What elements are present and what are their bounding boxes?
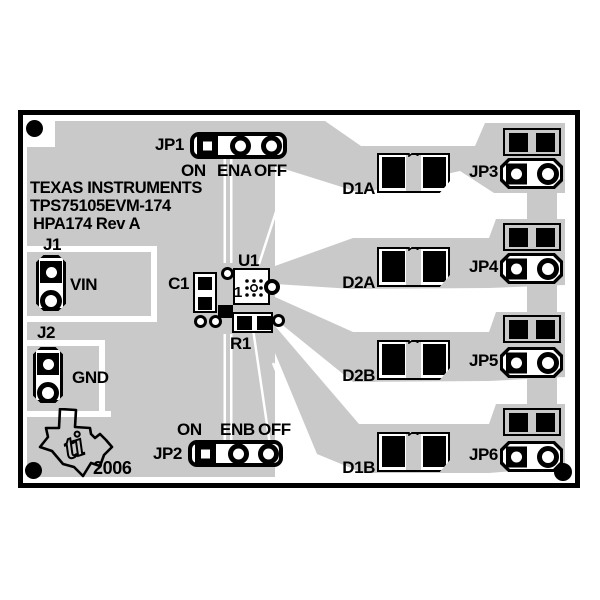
jp2-pin3-off xyxy=(258,443,279,464)
diode-symbol-icon xyxy=(407,340,418,344)
mounting-hole-top-left xyxy=(25,119,43,137)
jp1-ena-label: ENA xyxy=(217,161,252,180)
d1a-label: D1A xyxy=(342,179,375,198)
jp3-label: JP3 xyxy=(468,162,498,181)
d1a-led xyxy=(377,153,450,193)
jp5-smd-pads xyxy=(503,315,561,343)
jp2-pin1-on xyxy=(195,443,216,464)
d2a-pad2 xyxy=(423,251,446,282)
u1-ic xyxy=(233,268,270,305)
j1-connector xyxy=(36,255,66,311)
d1b-pad2 xyxy=(423,436,446,467)
jp6-label: JP6 xyxy=(468,445,498,464)
d2b-pad1 xyxy=(382,344,405,375)
c1-pad1 xyxy=(198,277,212,290)
jp3-pin2 xyxy=(537,162,559,185)
pcb-board-outline: JP1 ON ENA OFF TEXAS INSTRUMENTS TPS7510… xyxy=(18,110,580,488)
silkscreen-line3: HPA174 Rev A xyxy=(33,215,141,233)
jp6-smd-pads xyxy=(503,408,561,436)
j2-pin2 xyxy=(37,382,59,403)
u1-pad-right xyxy=(264,279,280,295)
jp5-jumper xyxy=(500,347,563,378)
d2a-led xyxy=(377,247,450,287)
j2-label: J2 xyxy=(37,323,56,342)
d2b-led xyxy=(377,340,450,380)
jp5-pin2 xyxy=(537,351,559,374)
d1a-pad1 xyxy=(382,157,405,188)
j1-net-label: VIN xyxy=(70,275,98,294)
d1b-led xyxy=(377,432,450,472)
jp1-off-label: OFF xyxy=(254,161,287,180)
jp3-smd-pads xyxy=(503,128,561,156)
jp1-header xyxy=(190,132,287,159)
r1-via-right xyxy=(271,313,285,327)
j1-pin2 xyxy=(40,290,62,311)
u1-pad-bottomleft xyxy=(218,305,233,318)
jp3-jumper xyxy=(500,158,563,189)
jp2-header xyxy=(188,440,283,467)
jp1-pin3-off xyxy=(261,135,282,156)
logo-year: 2006 xyxy=(93,458,132,478)
u1-label: U1 xyxy=(238,251,259,270)
r1-pad1 xyxy=(237,316,252,330)
jp4-pin1 xyxy=(506,258,527,279)
u1-pin1-marker: 1 xyxy=(234,284,242,301)
jp1-pin2-ena xyxy=(230,135,251,156)
jp6-jumper xyxy=(500,441,563,472)
u1-via-topleft xyxy=(220,266,234,280)
mounting-hole-bottom-right xyxy=(554,463,572,481)
c1-capacitor xyxy=(193,272,217,313)
c1-pad2 xyxy=(198,297,212,310)
jp4-jumper xyxy=(500,253,563,284)
j2-connector xyxy=(33,347,63,403)
ti-glyph: ti xyxy=(59,426,89,467)
jp2-off-label: OFF xyxy=(258,420,291,439)
j1-label: J1 xyxy=(43,235,62,254)
diode-symbol-icon xyxy=(407,432,418,436)
jp5-label: JP5 xyxy=(468,351,498,370)
jp4-pin2 xyxy=(537,257,559,280)
diode-symbol-icon xyxy=(407,153,418,157)
j2-net-label: GND xyxy=(72,368,109,387)
jp2-enb-label: ENB xyxy=(220,420,255,439)
jp4-label: JP4 xyxy=(468,257,498,276)
ti-texas-logo: ti xyxy=(38,408,114,478)
jp4-smd-pads xyxy=(503,223,561,251)
jp2-pin2-enb xyxy=(228,443,249,464)
jp1-pin1-on xyxy=(197,135,218,156)
u1-thermal-dots xyxy=(245,279,263,297)
jp2-label: JP2 xyxy=(152,444,182,463)
d1a-pad2 xyxy=(423,157,446,188)
r1-pad2 xyxy=(257,316,272,330)
r1-resistor xyxy=(232,312,273,333)
jp6-pin1 xyxy=(506,446,527,467)
d2b-label: D2B xyxy=(342,366,375,385)
jp5-pin1 xyxy=(506,352,527,373)
via-left-2 xyxy=(208,314,222,328)
d1b-label: D1B xyxy=(342,458,375,477)
silkscreen-line1: TEXAS INSTRUMENTS xyxy=(30,179,202,197)
diode-symbol-icon xyxy=(407,247,418,251)
jp1-label: JP1 xyxy=(154,135,184,154)
d1b-pad1 xyxy=(382,436,405,467)
via-left-1 xyxy=(193,314,207,328)
c1-label: C1 xyxy=(168,274,189,293)
r1-label: R1 xyxy=(230,334,251,353)
jp6-pin2 xyxy=(537,445,559,468)
j1-pin1 xyxy=(40,261,62,283)
d2a-pad1 xyxy=(382,251,405,282)
jp3-pin1 xyxy=(506,163,527,184)
j2-pin1 xyxy=(37,353,59,375)
silkscreen-line2: TPS75105EVM-174 xyxy=(30,197,171,215)
jp2-on-label: ON xyxy=(177,420,202,439)
d2a-label: D2A xyxy=(342,273,375,292)
mounting-hole-bottom-left xyxy=(24,461,42,479)
jp1-on-label: ON xyxy=(181,161,206,180)
d2b-pad2 xyxy=(423,344,446,375)
